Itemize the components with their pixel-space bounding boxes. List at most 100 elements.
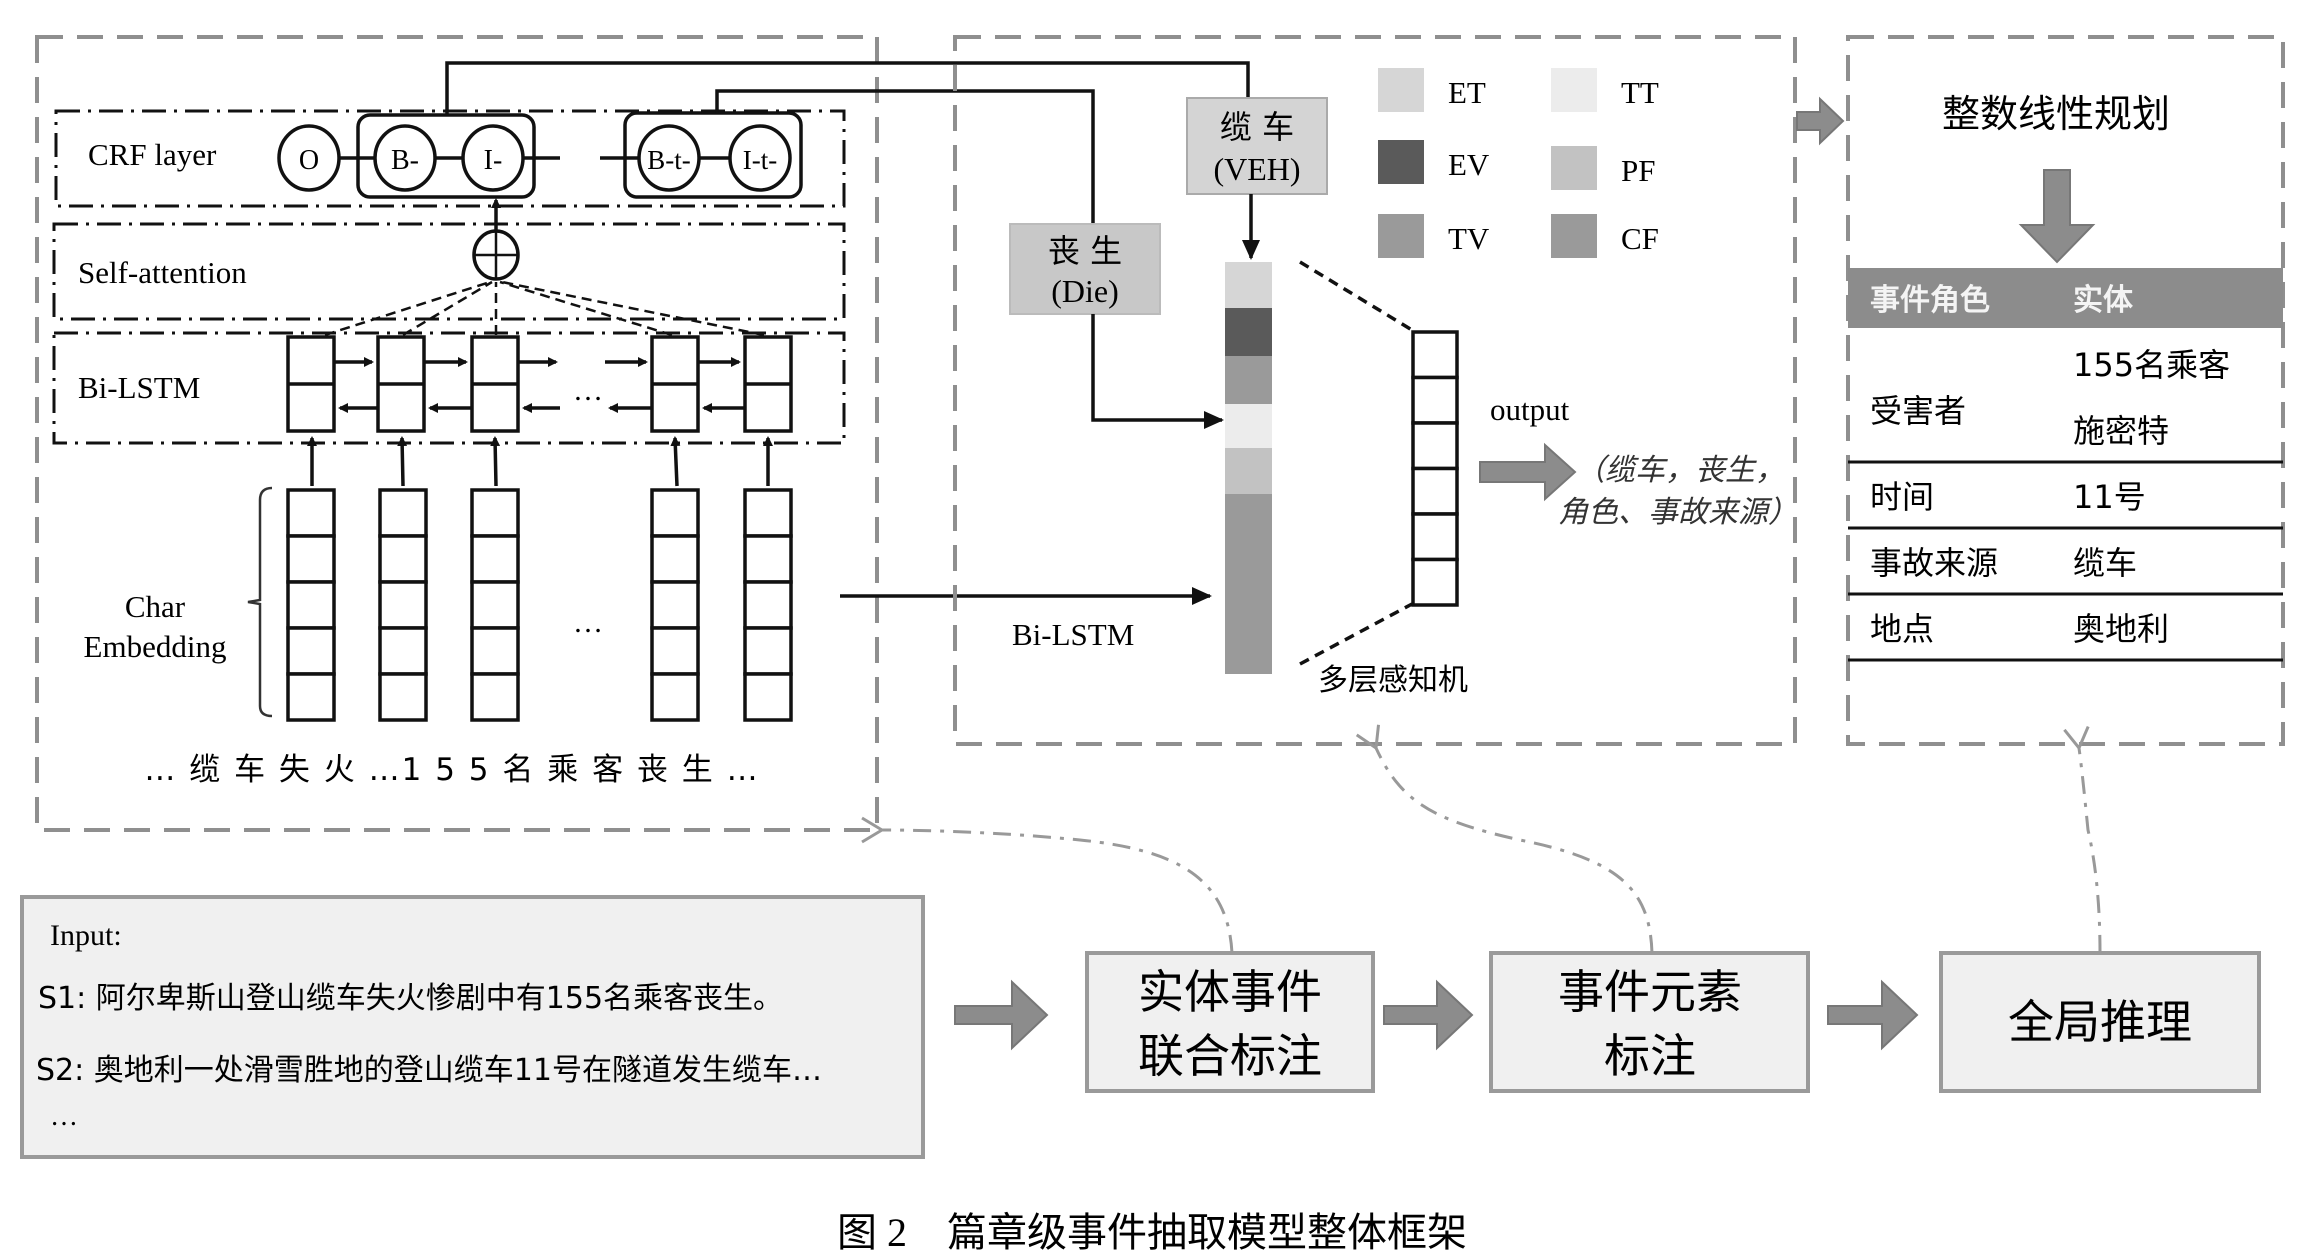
- legend-swatch: [1551, 68, 1597, 112]
- embedding-cell: [743, 580, 793, 630]
- crf-node-label: O: [299, 145, 319, 176]
- embedding-vector: [286, 488, 336, 722]
- embedding-cell: [378, 580, 428, 630]
- embedding-cell: [286, 626, 336, 676]
- left-panel: CRF layer O B- I- B-t- I-t- Self-attenti…: [35, 35, 1212, 832]
- ilp-down-arrow-icon: [2018, 169, 2096, 264]
- table-cell-role: 事故来源: [1870, 544, 1998, 582]
- trigger-group-box: [623, 111, 803, 199]
- legend-label: TT: [1621, 75, 1659, 110]
- table-header-entity: 实体: [2073, 283, 2134, 318]
- ilp-title: 整数线性规划: [1942, 92, 2170, 136]
- legend-swatch: [1551, 214, 1597, 258]
- feature-vector-segment: [1225, 494, 1272, 674]
- crf-node-o: [277, 124, 341, 192]
- middle-to-right-arrow-icon: [1796, 96, 1845, 146]
- embedding-cell: [650, 580, 700, 630]
- embedding-vector: [378, 488, 428, 722]
- embedding-cell: [378, 488, 428, 538]
- self-attention-box: [52, 222, 846, 321]
- legend-swatch: [1378, 68, 1424, 112]
- crf-layer-box: [54, 109, 846, 208]
- embedding-cell: [470, 672, 520, 722]
- table-header-role: 事件角色: [1870, 283, 1990, 318]
- trigger-tag-die-text: 丧 生: [1048, 232, 1122, 270]
- embedding-vector: [470, 488, 520, 722]
- right-panel: 整数线性规划 事件角色 实体 受害者 155名乘客 施密特 时间 11号 事故来…: [1846, 35, 2285, 746]
- legend-label: EV: [1448, 147, 1490, 182]
- legend-item: TV: [1378, 214, 1490, 258]
- embedding-cell: [286, 534, 336, 584]
- table-cell-entity: 奥地利: [2073, 610, 2169, 648]
- bilstm-box: [52, 331, 846, 445]
- embedding-cell: [650, 626, 700, 676]
- sum-operator-icon: [472, 229, 520, 281]
- embedding-ellipsis: …: [573, 606, 603, 639]
- embedding-vector: [743, 488, 793, 722]
- embedding-cell: [470, 488, 520, 538]
- feature-vector-segment: [1225, 356, 1272, 404]
- crf-layer-label: CRF layer: [88, 137, 217, 172]
- table-cell-entity: 155名乘客: [2073, 346, 2230, 384]
- embedding-brace: [247, 486, 273, 718]
- legend-label: TV: [1448, 221, 1490, 256]
- step3-pointer: [2079, 748, 2102, 954]
- step-joint-labeling: [1085, 951, 1375, 1093]
- figure-caption: 图 2 篇章级事件抽取模型整体框架: [837, 1210, 1467, 1255]
- input-sentence-chars: … 缆 车 失 火 …1 5 5 名 乘 客 丧 生 …: [144, 752, 759, 788]
- embedding-cell: [743, 534, 793, 584]
- step-argument-labeling-line1: 事件元素: [1558, 965, 1742, 1019]
- legend-swatch: [1378, 140, 1424, 184]
- crf-node-label: I-: [484, 145, 503, 176]
- input-sentence-s2: S2: 奥地利一处滑雪胜地的登山缆车11号在隧道发生缆车…: [36, 1053, 822, 1088]
- char-embedding-vectors: [286, 488, 793, 722]
- embedding-cell: [378, 534, 428, 584]
- trigger-tag-die-type: (Die): [1051, 273, 1119, 309]
- pipeline: 实体事件 联合标注 事件元素 标注 全局推理: [954, 951, 2261, 1093]
- entity-connector: [445, 61, 1250, 115]
- crf-node-it: [728, 124, 792, 192]
- mlp-label: 多层感知机: [1318, 663, 1468, 698]
- input-box: Input: S1: 阿尔卑斯山登山缆车失火惨剧中有155名乘客丧生。 S2: …: [20, 895, 925, 1159]
- legend-swatch: [1378, 214, 1424, 258]
- embedding-cell: [743, 626, 793, 676]
- input-sentence-s1: S1: 阿尔卑斯山登山缆车失火惨剧中有155名乘客丧生。: [38, 981, 783, 1016]
- feature-vector-segment: [1225, 308, 1272, 356]
- embedding-cell: [378, 626, 428, 676]
- mlp-connector-bottom: [1299, 602, 1413, 666]
- embedding-cell: [470, 580, 520, 630]
- feature-vector-segment: [1225, 262, 1272, 308]
- result-table-header: [1848, 268, 2283, 328]
- embedding-cell: [286, 580, 336, 630]
- char-embedding-label-2: Embedding: [84, 629, 227, 664]
- mlp-connector-top: [1299, 260, 1413, 332]
- embedding-to-bilstm-arrows: [307, 436, 773, 487]
- step-global-inference-label: 全局推理: [2008, 995, 2192, 1049]
- feature-vector-segment: [1225, 404, 1272, 448]
- bilstm-cells: [286, 335, 793, 433]
- table-cell-entity: 11号: [2073, 478, 2146, 516]
- embedding-cell: [470, 534, 520, 584]
- embedding-vector: [650, 488, 700, 722]
- feature-vector: [1225, 262, 1272, 674]
- table-row: 地点 奥地利: [1848, 610, 2283, 662]
- table-cell-role: 地点: [1870, 610, 1934, 648]
- embedding-cell: [650, 488, 700, 538]
- legend-item: TT: [1551, 68, 1659, 112]
- legend-item: EV: [1378, 140, 1490, 184]
- embedding-cell: [378, 672, 428, 722]
- trigger-tag-die: [1009, 223, 1161, 315]
- step1-to-step2-arrow-icon: [1383, 979, 1474, 1051]
- table-cell-role: 受害者: [1870, 392, 1966, 430]
- step2-pointer: [1376, 748, 1654, 954]
- bilstm-feature-label: Bi-LSTM: [1012, 617, 1134, 652]
- embedding-cell: [743, 488, 793, 538]
- die-to-vector-arrow: [1091, 314, 1224, 429]
- mlp-cell: [1411, 421, 1459, 471]
- mlp-cell: [1411, 375, 1459, 425]
- feature-vector-segment: [1225, 448, 1272, 494]
- mlp-output-vector: [1411, 330, 1459, 607]
- crf-node-label: B-t-: [647, 145, 691, 175]
- middle-panel: 缆 车 (VEH) 丧 生 (Die) output （缆车，丧生， 角色、事故…: [953, 35, 1798, 746]
